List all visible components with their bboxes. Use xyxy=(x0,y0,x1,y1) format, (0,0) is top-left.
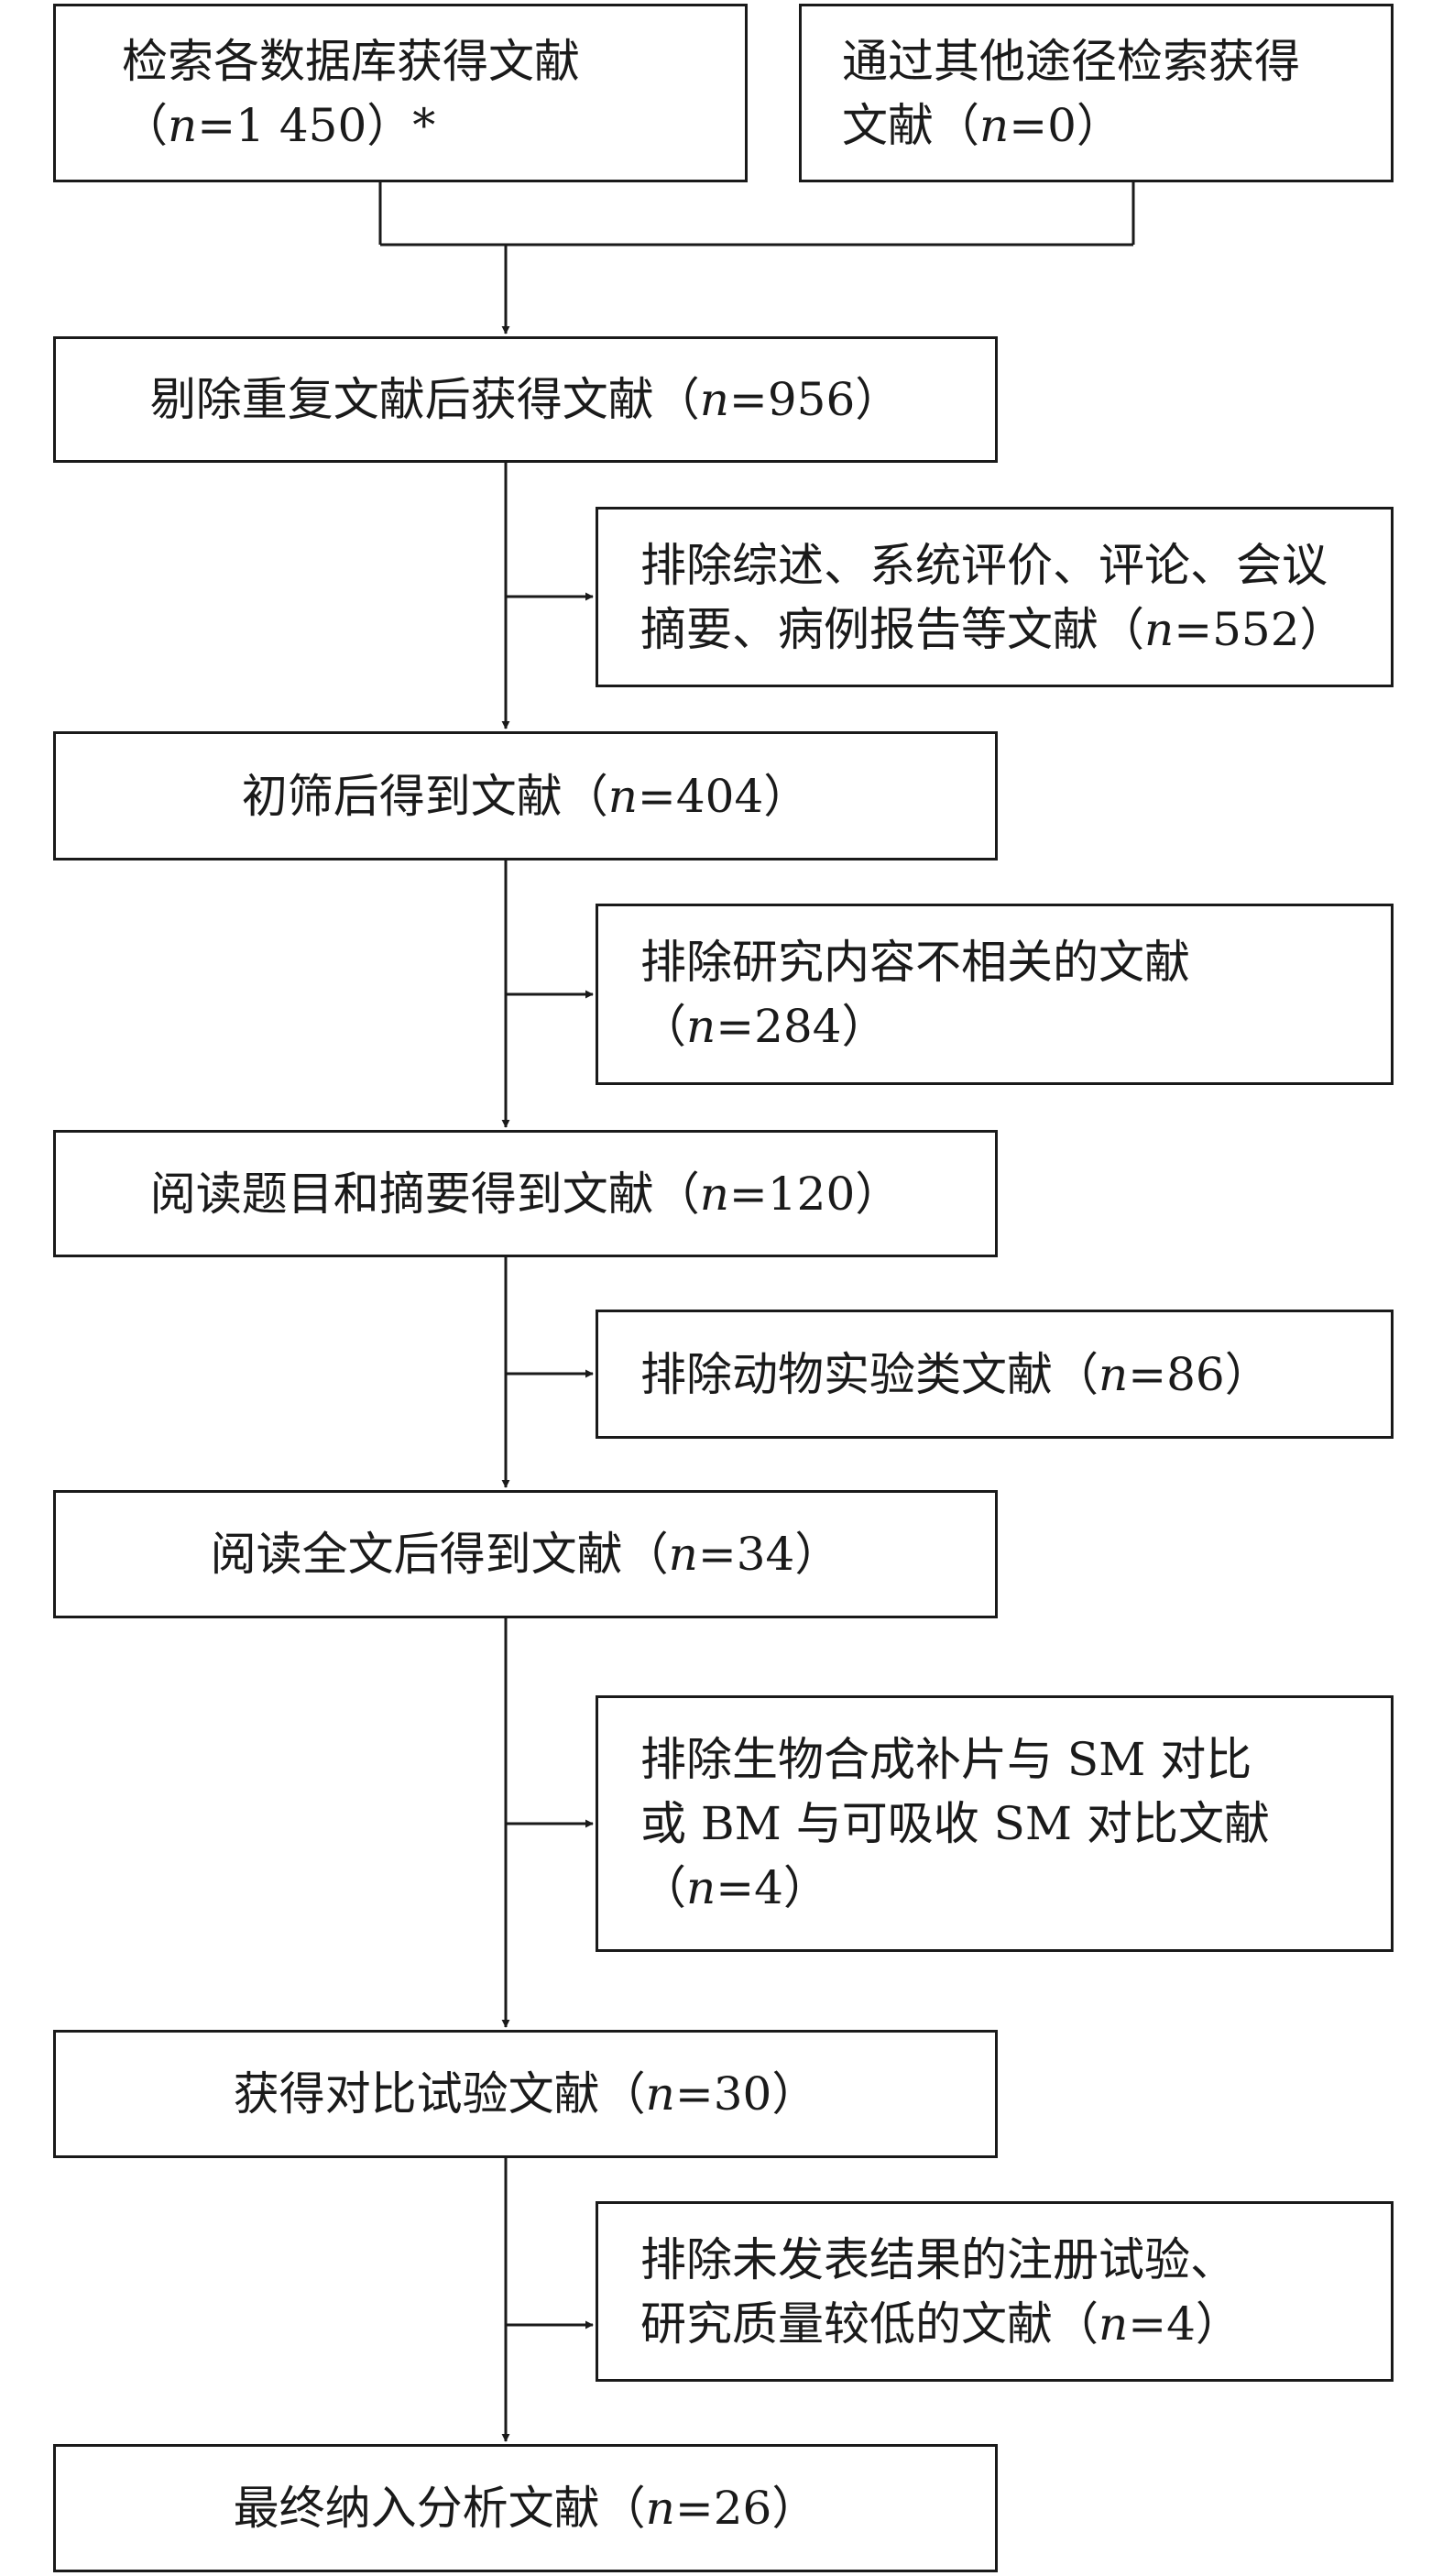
stage-box-initial-screening: 初筛后得到文献（n=404） xyxy=(53,731,998,860)
exclusion-irrelevant-line-1: 排除研究内容不相关的文献 xyxy=(640,936,1190,989)
source-databases-line-1: 检索各数据库获得文献 xyxy=(122,34,580,88)
exclusion-reviews-line-1: 排除综述、系统评价、评论、会议 xyxy=(640,538,1328,592)
source-other-line-1: 通过其他途径检索获得 xyxy=(842,34,1300,88)
exclusion-biosynthetic-line-3: （n=4） xyxy=(640,1861,829,1914)
exclusion-animal-line-1: 排除动物实验类文献（n=86） xyxy=(640,1347,1271,1401)
source-box-databases: 检索各数据库获得文献 （n=1 450）* xyxy=(53,4,748,182)
exclusion-unpublished-line-1: 排除未发表结果的注册试验、 xyxy=(640,2232,1236,2286)
source-box-other: 通过其他途径检索获得 文献（n=0） xyxy=(799,4,1394,182)
stage-full-text-text: 阅读全文后得到文献（n=34） xyxy=(210,1528,841,1581)
stage-initial-screening-text: 初筛后得到文献（n=404） xyxy=(241,769,810,823)
stage-deduplicated-text: 剔除重复文献后获得文献（n=956） xyxy=(149,373,902,426)
exclusion-biosynthetic-line-2: 或 BM 与可吸收 SM 对比文献 xyxy=(640,1797,1270,1850)
stage-title-abstract-text: 阅读题目和摘要得到文献（n=120） xyxy=(149,1167,902,1221)
stage-box-full-text: 阅读全文后得到文献（n=34） xyxy=(53,1490,998,1618)
stage-final-included-text: 最终纳入分析文献（n=26） xyxy=(233,2482,818,2535)
stage-box-deduplicated: 剔除重复文献后获得文献（n=956） xyxy=(53,336,998,463)
exclusion-box-unpublished: 排除未发表结果的注册试验、 研究质量较低的文献（n=4） xyxy=(596,2201,1394,2382)
exclusion-irrelevant-line-2: （n=284） xyxy=(640,1000,888,1053)
exclusion-unpublished-line-2: 研究质量较低的文献（n=4） xyxy=(640,2296,1241,2351)
source-databases-line-2: （n=1 450）* xyxy=(122,98,436,152)
exclusion-box-biosynthetic: 排除生物合成补片与 SM 对比 或 BM 与可吸收 SM 对比文献 （n=4） xyxy=(596,1695,1394,1952)
exclusion-box-animal: 排除动物实验类文献（n=86） xyxy=(596,1310,1394,1439)
exclusion-reviews-line-2: 摘要、病例报告等文献（n=552） xyxy=(640,602,1346,656)
stage-box-title-abstract: 阅读题目和摘要得到文献（n=120） xyxy=(53,1130,998,1257)
stage-box-final-included: 最终纳入分析文献（n=26） xyxy=(53,2444,998,2572)
stage-comparative-trials-text: 获得对比试验文献（n=30） xyxy=(233,2067,818,2121)
stage-box-comparative-trials: 获得对比试验文献（n=30） xyxy=(53,2030,998,2158)
source-other-line-2: 文献（n=0） xyxy=(842,98,1122,152)
exclusion-box-irrelevant: 排除研究内容不相关的文献 （n=284） xyxy=(596,904,1394,1085)
exclusion-biosynthetic-line-1: 排除生物合成补片与 SM 对比 xyxy=(640,1733,1252,1786)
exclusion-box-reviews: 排除综述、系统评价、评论、会议 摘要、病例报告等文献（n=552） xyxy=(596,507,1394,687)
